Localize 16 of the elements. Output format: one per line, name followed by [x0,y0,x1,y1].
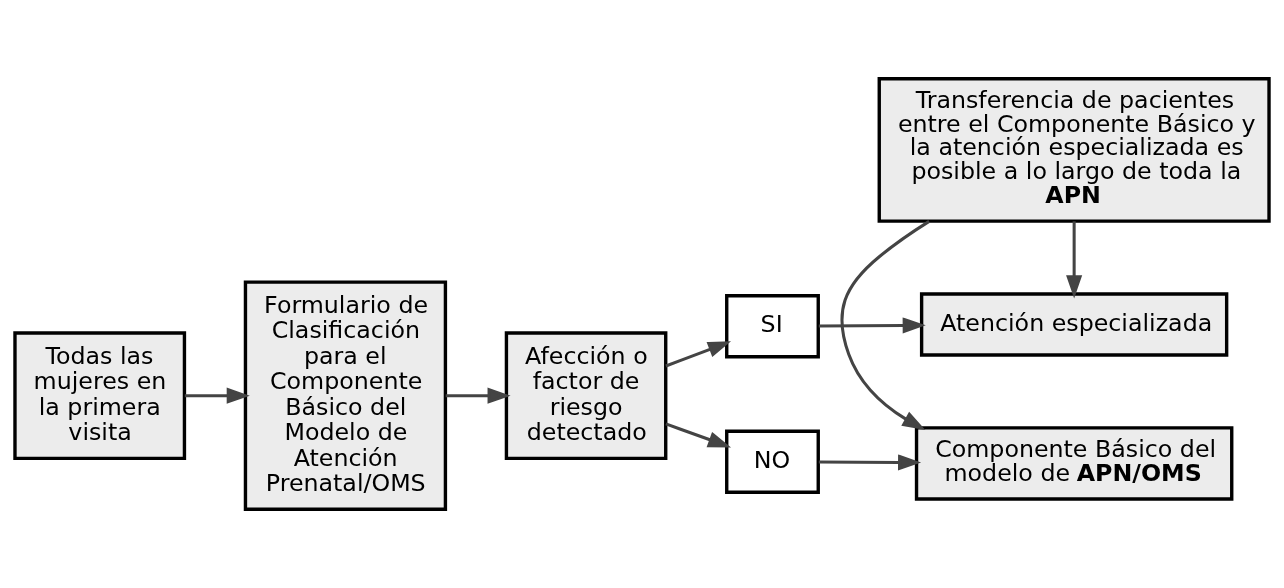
arrow [818,454,922,471]
arrow [665,422,732,448]
node-box: Afección o factor de riesgo detectado [504,331,668,461]
node-box: Componente Básico del modelo de APN/OMS [914,426,1234,501]
arrow [184,387,250,404]
arrow [445,387,511,404]
arrow [840,220,930,430]
arrow [665,341,731,368]
node-box: Todas las mujeres en la primera visita [13,331,187,461]
node-box: Transferencia de pacientes entre el Componente Básico y la atención especializada es posible a lo largo de toda la APN [877,77,1271,223]
arrow [1066,221,1083,299]
arrow [818,317,926,334]
node-box: Atención especializada [919,292,1229,357]
node-box: NO [725,429,820,494]
node-box: Formulario de Clasificación para el Componente Básico del Modelo de Atención Prenatal/OMS [243,280,448,511]
node-box: SI [725,294,820,359]
